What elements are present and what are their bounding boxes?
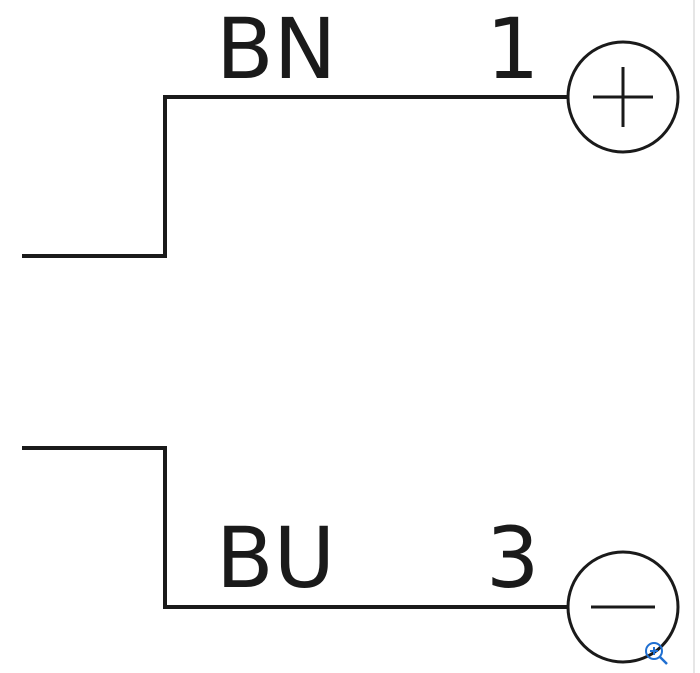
zoom-in-icon[interactable] (645, 642, 668, 665)
terminal-negative (566, 550, 680, 664)
wire-bottom-pin-number: 3 (486, 509, 539, 607)
terminal-positive (566, 40, 680, 154)
right-edge-divider (693, 0, 695, 673)
wire-bottom: BU 3 (22, 446, 680, 664)
wire-top-pin-number: 1 (486, 0, 539, 98)
wire-bottom-color-code: BU (216, 509, 335, 607)
wire-top: BN 1 (22, 0, 680, 258)
wire-top-line (22, 95, 568, 258)
plus-icon (593, 67, 653, 127)
wire-top-color-code: BN (216, 0, 336, 98)
wire-bottom-line (22, 446, 568, 609)
